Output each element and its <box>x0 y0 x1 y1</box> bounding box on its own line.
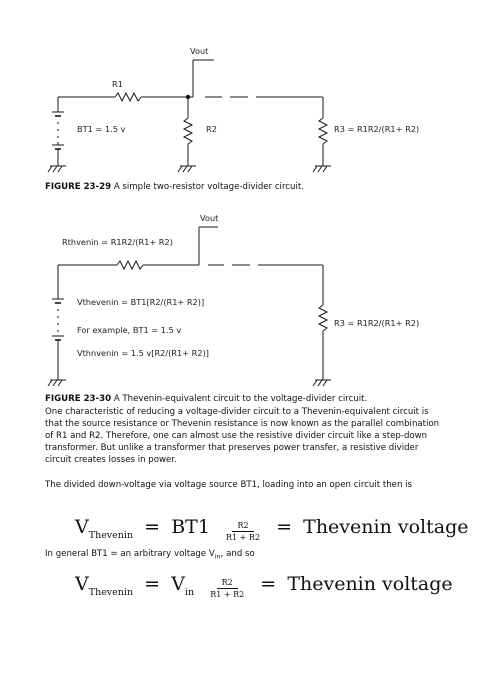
body-paragraph: The divided down-voltage via voltage sou… <box>45 480 412 490</box>
figure-number: FIGURE 23-29 <box>45 182 112 192</box>
eq-source-subscript: in <box>184 587 195 598</box>
body-paragraph: One characteristic of reducing a voltage… <box>45 407 440 466</box>
eq-fraction: R2 R1 + R2 <box>221 521 265 542</box>
figure-caption-text: A simple two-resistor voltage-divider ci… <box>113 182 304 192</box>
general-text-suffix: , and so <box>220 549 255 559</box>
eq-variable: V <box>75 573 89 595</box>
eq-equals: = <box>260 573 277 595</box>
bt1-label: BT1 = 1.5 v <box>77 124 126 134</box>
voltage-divider-schematic <box>47 59 331 173</box>
general-subscript: in <box>214 552 221 561</box>
figure-number: FIGURE 23-30 <box>45 394 112 404</box>
vthnvenin-label: Vthnvenin = 1.5 v[R2/(R1+ R2)] <box>77 348 209 358</box>
eq-numerator: R2 <box>232 521 254 532</box>
r3-resistor <box>317 117 329 145</box>
r2-label: R2 <box>206 124 217 134</box>
eq-source: V <box>171 573 185 595</box>
figure-caption-text: A Thevenin-equivalent circuit to the vol… <box>113 394 368 404</box>
r3-resistor <box>317 304 329 332</box>
eq-result: Thevenin voltage <box>287 573 453 595</box>
eq-subscript: Thevenin <box>88 530 134 541</box>
eq-equals: = <box>144 573 161 595</box>
example-label: For example, BT1 = 1.5 v <box>77 325 182 335</box>
figure-caption: FIGURE 23-30 A Thevenin-equivalent circu… <box>45 394 367 404</box>
eq-subscript: Thevenin <box>88 587 134 598</box>
rthevenin-resistor <box>116 259 144 271</box>
vout-label: Vout <box>190 46 209 56</box>
vout-label: Vout <box>200 213 219 223</box>
body-paragraph: In general BT1 = an arbitrary voltage Vi… <box>45 548 445 563</box>
thevenin-schematic <box>47 226 331 387</box>
eq-numerator: R2 <box>216 578 238 589</box>
vthevenin-label: Vthevenin = BT1[R2/(R1+ R2)] <box>77 297 205 307</box>
eq-variable: V <box>75 516 89 538</box>
figure-caption: FIGURE 23-29 A simple two-resistor volta… <box>45 182 304 192</box>
eq-fraction: R2 R1 + R2 <box>205 578 249 599</box>
general-text: In general BT1 = an arbitrary voltage V <box>45 549 215 559</box>
thevenin-equation-general: VThevenin = Vin R2 R1 + R2 = Thevenin vo… <box>75 573 453 599</box>
r1-label: R1 <box>112 79 123 89</box>
eq-denominator: R1 + R2 <box>226 533 261 542</box>
eq-source: BT1 <box>171 516 210 538</box>
r3-label: R3 = R1R2/(R1+ R2) <box>334 124 420 134</box>
thevenin-equation: VThevenin = BT1 R2 R1 + R2 = Thevenin vo… <box>75 516 469 542</box>
rthevenin-label: Rthvenin = R1R2/(R1+ R2) <box>62 237 173 247</box>
r2-resistor <box>182 117 194 145</box>
r3-label: R3 = R1R2/(R1+ R2) <box>334 318 420 328</box>
eq-equals: = <box>276 516 293 538</box>
eq-equals: = <box>144 516 161 538</box>
r1-resistor <box>114 91 142 103</box>
eq-denominator: R1 + R2 <box>210 590 245 599</box>
eq-result: Thevenin voltage <box>303 516 469 538</box>
